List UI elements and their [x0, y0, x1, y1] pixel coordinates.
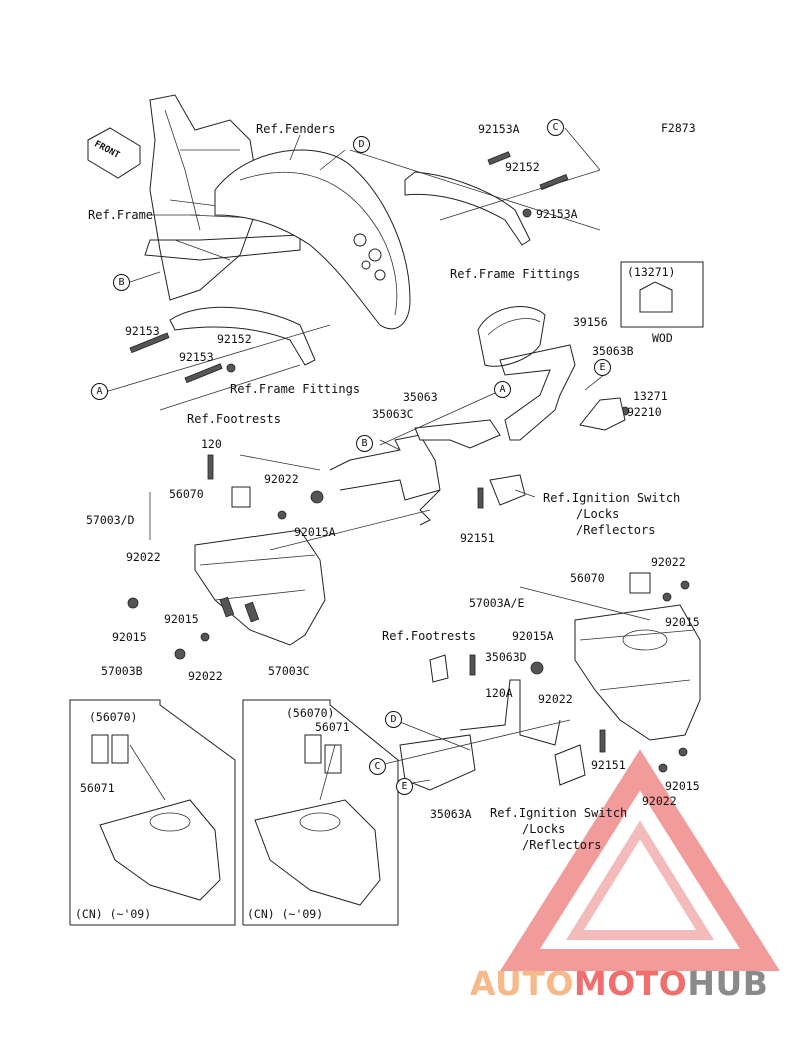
marker-c: C: [369, 758, 386, 775]
ref-reflectors-label-1: /Reflectors: [576, 523, 656, 537]
part-number: 120: [201, 437, 222, 451]
marker-e: E: [594, 359, 611, 376]
plate-13271-drawing: [579, 397, 626, 431]
marker-d: D: [385, 711, 402, 728]
part-number: 92022: [651, 555, 686, 569]
ref-frame-fittings-left-label: Ref.Frame Fittings: [230, 382, 361, 396]
part-number: 92022: [642, 794, 677, 808]
part-number: 57003B: [101, 664, 143, 678]
backrest-bracket-drawing: [499, 344, 576, 441]
part-number: 92022: [264, 472, 299, 486]
part-number: 57003/D: [86, 513, 135, 527]
part-number: 92151: [591, 758, 626, 772]
part-number: 56071: [80, 781, 115, 795]
inset-note: WOD: [652, 331, 673, 345]
front-arrow-icon: [87, 127, 141, 179]
part-number: 92015: [665, 615, 700, 629]
part-number: (56070): [286, 706, 335, 720]
marker-c: C: [547, 119, 564, 136]
part-number: 92015A: [294, 525, 336, 539]
part-number: 35063B: [592, 344, 634, 358]
part-number: 92015A: [512, 629, 554, 643]
inset-code: (13271): [627, 265, 676, 279]
ref-footrests-label-1: Ref.Footrests: [187, 412, 281, 426]
part-number: 92153: [179, 350, 214, 364]
saddlebag-stay-left-drawing: [329, 419, 526, 526]
part-number: 57003C: [268, 664, 310, 678]
watermark-part: AUTO: [470, 964, 574, 1003]
marker-b: B: [356, 435, 373, 452]
part-number: 92015: [112, 630, 147, 644]
part-number: 92152: [217, 332, 252, 346]
inset-wod-box: [620, 261, 704, 328]
part-number: 35063A: [430, 807, 472, 821]
left-frame-fitting-drawing: [169, 306, 316, 366]
saddlebag-stay-right-drawing: [399, 654, 586, 791]
ref-locks-label-2: /Locks: [522, 822, 566, 836]
part-number: 57003A/E: [469, 596, 525, 610]
ref-fenders-label: Ref.Fenders: [256, 122, 336, 136]
part-number: 35063: [403, 390, 438, 404]
marker-e: E: [396, 778, 413, 795]
leader-lines: [104, 127, 651, 801]
marker-a: A: [91, 383, 108, 400]
watermark-part: HUB: [687, 964, 769, 1003]
part-number: 92022: [538, 692, 573, 706]
part-number: 35063D: [485, 650, 527, 664]
part-number: 13271: [633, 389, 668, 403]
part-number: 92210: [627, 405, 662, 419]
part-number: 92153: [125, 324, 160, 338]
part-number: 92153A: [536, 207, 578, 221]
part-number: (56070): [89, 710, 138, 724]
watermark-text: AUTOMOTOHUB: [470, 964, 768, 1003]
part-number: 92152: [505, 160, 540, 174]
marker-a: A: [494, 381, 511, 398]
part-number: 92022: [188, 669, 223, 683]
marker-b: B: [113, 274, 130, 291]
part-note: (CN) (~'09): [247, 907, 324, 921]
figure-code: F2873: [661, 121, 696, 135]
ref-footrests-label-2: Ref.Footrests: [382, 629, 476, 643]
saddlebag-right-drawing: [574, 572, 701, 741]
part-number: 92015: [164, 612, 199, 626]
rear-fender-drawing: [214, 149, 411, 330]
part-number: 92015: [665, 779, 700, 793]
bolts-drawing: [127, 151, 690, 773]
part-number: 39156: [573, 315, 608, 329]
ref-ignition-switch-label-1: Ref.Ignition Switch: [543, 491, 681, 505]
inset-box-57003b: [69, 699, 236, 926]
part-number: 56071: [315, 720, 350, 734]
backrest-pad-drawing: [477, 306, 546, 367]
right-frame-fitting-drawing: [404, 171, 531, 246]
watermark-part: MOTO: [573, 964, 688, 1003]
part-number: 56070: [169, 487, 204, 501]
ref-frame-label: Ref.Frame: [88, 208, 154, 222]
ref-frame-fittings-top-label: Ref.Frame Fittings: [450, 267, 581, 281]
watermark-logo-icon: [500, 749, 780, 971]
part-number: 92151: [460, 531, 495, 545]
part-number: 92153A: [478, 122, 520, 136]
saddlebag-left-drawing: [194, 486, 326, 646]
part-note: (CN) (~'09): [75, 907, 152, 921]
ref-ignition-switch-label-2: Ref.Ignition Switch: [490, 806, 628, 820]
part-number: 56070: [570, 571, 605, 585]
part-number: 35063C: [372, 407, 414, 421]
part-number: 120A: [485, 686, 513, 700]
ref-locks-label-1: /Locks: [576, 507, 620, 521]
part-number: 92022: [126, 550, 161, 564]
marker-d: D: [353, 136, 370, 153]
ref-reflectors-label-2: /Reflectors: [522, 838, 602, 852]
